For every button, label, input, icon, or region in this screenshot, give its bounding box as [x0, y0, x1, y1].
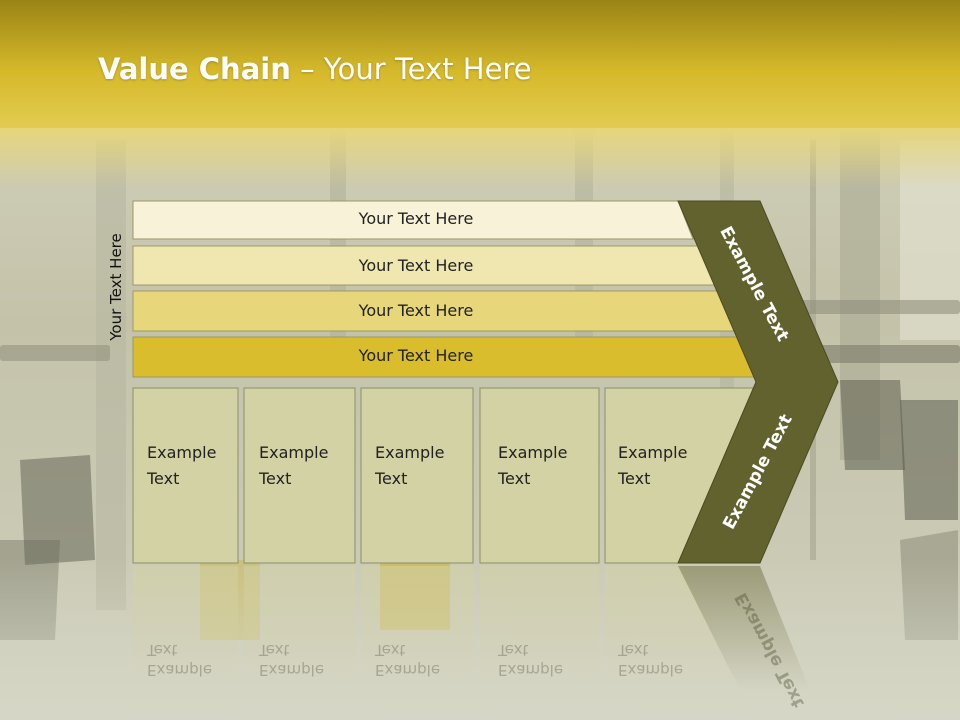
reflection-line1: Example: [147, 661, 213, 679]
box-label-5-line1: Example: [618, 443, 688, 462]
box-shape-4: [479, 387, 600, 564]
box-label-4-line1: Example: [498, 443, 568, 462]
reflection-line2: Text: [618, 641, 649, 659]
reflection-line2: Text: [375, 641, 406, 659]
box-label-3-line2: Text: [375, 469, 408, 488]
reflection-line1: Example: [618, 661, 684, 679]
box-label-5: Example Text: [618, 440, 687, 492]
box-label-2-reflection: Example Text: [259, 640, 324, 680]
reflection-line1: Example: [259, 661, 325, 679]
bar-label-1: Your Text Here: [358, 209, 474, 228]
title-rest: – Your Text Here: [290, 52, 532, 86]
box-shape-3: [360, 387, 474, 564]
reflection-line2: Text: [498, 641, 529, 659]
bar-label-4: Your Text Here: [358, 346, 474, 365]
reflection-line2: Text: [147, 641, 178, 659]
box-label-3-reflection: Example Text: [375, 640, 440, 680]
box-label-2: Example Text: [259, 440, 328, 492]
chevron-shape: [677, 200, 839, 564]
box-label-5-reflection: Example Text: [618, 640, 683, 680]
box-label-1: Example Text: [147, 440, 216, 492]
bar-label-2: Your Text Here: [358, 256, 474, 275]
box-label-3: Example Text: [375, 440, 444, 492]
box-label-5-line2: Text: [618, 469, 651, 488]
box-label-3-line1: Example: [375, 443, 445, 462]
title-bold: Value Chain: [98, 52, 291, 86]
box-label-4: Example Text: [498, 440, 567, 492]
box-label-1-reflection: Example Text: [147, 640, 212, 680]
reflection-line1: Example: [375, 661, 441, 679]
reflection-line1: Example: [498, 661, 564, 679]
bar-label-3: Your Text Here: [358, 301, 474, 320]
box-label-1-line1: Example: [147, 443, 217, 462]
box-label-2-line1: Example: [259, 443, 329, 462]
box-label-1-line2: Text: [147, 469, 180, 488]
bar-shape-1: [132, 200, 694, 240]
box-label-4-line2: Text: [498, 469, 531, 488]
box-label-4-reflection: Example Text: [498, 640, 563, 680]
side-label: Your Text Here: [107, 233, 125, 341]
slide-title: Value Chain – Your Text Here: [98, 52, 532, 86]
box-shape-1: [132, 387, 239, 564]
box-label-2-line2: Text: [259, 469, 292, 488]
box-shape-2: [243, 387, 356, 564]
reflection-line2: Text: [259, 641, 290, 659]
